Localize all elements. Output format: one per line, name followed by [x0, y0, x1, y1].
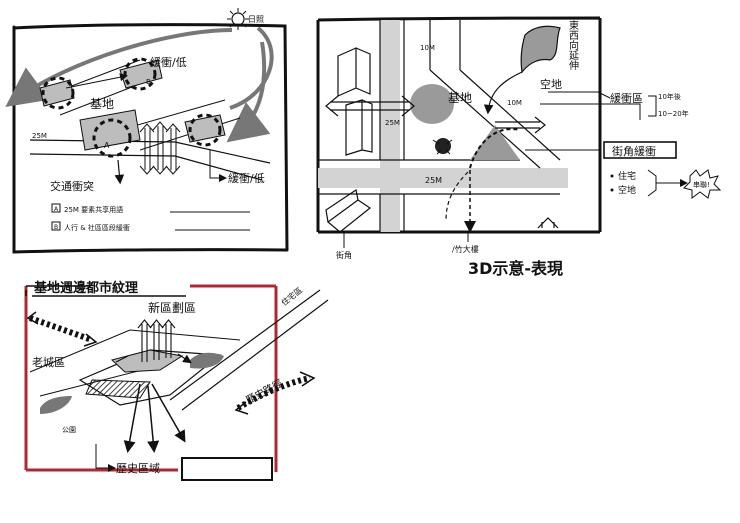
panel2-frame — [316, 16, 602, 234]
link-arrow-site — [114, 159, 125, 185]
history-path-label: 歷史路徑 — [243, 376, 284, 406]
panel3-frame-dark — [25, 285, 90, 296]
site-label: 基地 — [90, 97, 114, 111]
road-25m-vertical-label: 25M — [385, 119, 400, 127]
bullet-1 — [610, 174, 614, 178]
dashed-arrow-up-left — [445, 171, 469, 221]
hatched-site — [85, 379, 151, 399]
shelter-icon — [537, 217, 559, 229]
legend-b-marker: B — [54, 224, 58, 231]
neighborhood-box — [603, 141, 677, 159]
double-arrow-east — [495, 116, 546, 134]
site-label-2: 基地 — [448, 91, 472, 105]
buffer-circle-site — [92, 118, 132, 158]
bottom-left-label: 街角 — [336, 250, 352, 260]
sun-icon — [227, 8, 249, 30]
bush-left — [40, 396, 72, 414]
neighborhood-item-2: 空地 — [618, 184, 636, 196]
site-block — [79, 109, 141, 151]
bush-right — [190, 352, 224, 369]
buffer-circle-right — [188, 113, 222, 147]
panel3-title: 基地週邊都市紋理 — [33, 280, 138, 296]
neighborhood-item-1: 住宅 — [618, 170, 636, 182]
legend-a-text: 25M 要素共享用語 — [64, 205, 123, 214]
diagonal-road — [47, 59, 241, 151]
building-top-left — [337, 47, 371, 97]
block-left — [39, 79, 75, 107]
main-road-lower — [29, 153, 263, 181]
leader-open-space — [548, 91, 611, 99]
history-zone-label: 歷史區域 — [116, 462, 160, 475]
sun-label: 日照 — [248, 15, 264, 24]
marker-a-site: A — [104, 141, 110, 150]
blank-label-box — [181, 457, 273, 481]
panel-3d-diagram: 基地 東西向延伸 空地 10M 10M 25M 25M 街角 /竹大樓 3D示意… — [316, 16, 722, 278]
road-25m-horizontal-label: 25M — [425, 176, 442, 185]
stage-label: 緩衝區 — [610, 91, 643, 105]
site-oval — [410, 84, 454, 124]
buffer-circle-left — [41, 76, 75, 110]
new-zone-label: 新區劃區 — [148, 300, 196, 315]
double-arrow-west — [325, 95, 415, 117]
traffic-label: 交通衝突 — [50, 179, 94, 193]
legend-b-text: 人行 & 社區區段緩衝 — [64, 223, 130, 232]
old-city-arrow-heads — [26, 311, 98, 347]
east-label: 東西向延伸 — [567, 19, 579, 71]
plaza-dashed-arc — [469, 128, 521, 169]
new-zone-arrows — [115, 319, 190, 362]
main-road — [29, 139, 271, 164]
panel3-frame-red — [24, 286, 278, 472]
crossing-arrows — [139, 121, 181, 175]
leader-stage — [540, 103, 641, 120]
bullet-2 — [610, 188, 614, 192]
link-arrow-top — [65, 73, 128, 89]
stage-years-b: 10~20年 — [658, 109, 689, 118]
link-arrow-right — [209, 150, 227, 182]
building-left — [345, 99, 373, 156]
flag-shape — [520, 25, 561, 74]
low-density-right-label: 緩衝/低 — [228, 171, 265, 185]
road-edges — [318, 20, 561, 232]
legend-a-marker: A — [54, 206, 59, 213]
tree-icon — [432, 138, 453, 155]
legend-a-box — [51, 203, 61, 213]
sun-path-arc-lower — [226, 41, 271, 143]
low-density-top-label: 緩衝/低 — [150, 55, 187, 69]
panel1-frame — [12, 23, 289, 254]
road-25m-vertical-band — [380, 20, 400, 232]
road-10m-top-label: 10M — [420, 44, 435, 52]
bottom-center-label: /竹大樓 — [452, 244, 479, 254]
old-city-arrow — [29, 315, 94, 343]
open-space-label: 空地 — [540, 77, 562, 91]
flag-tail — [483, 71, 523, 115]
legend-b-box — [51, 221, 61, 231]
plaza-wedge — [470, 125, 520, 160]
panel2-title: 3D示意-表現 — [468, 259, 563, 278]
result-label: 串聯! — [693, 180, 710, 189]
road-25m-horizontal-band — [318, 168, 568, 188]
panel-urban-fabric: 基地週邊都市紋理 — [24, 280, 329, 481]
block-top — [119, 59, 163, 89]
burst-icon — [683, 169, 722, 199]
neighborhood-label: 街角緩衝 — [612, 144, 656, 158]
history-arrows — [123, 383, 186, 453]
leader-history-zone — [95, 444, 116, 472]
road-width-label: 25M — [32, 132, 47, 140]
building-bottom-left — [325, 189, 372, 233]
marker-b-top: B — [146, 78, 151, 86]
panel-site-analysis: 日照 基地 緩衝/低 B A 25M 交通衝突 緩衝/低 — [12, 8, 289, 254]
diagonal-road-p3 — [169, 289, 329, 411]
stage-years-a: 10年後 — [658, 92, 681, 101]
history-path-arrowhead — [234, 371, 316, 415]
small-label: 公園 — [62, 426, 76, 434]
block-right — [184, 114, 226, 143]
neighborhood-brace — [647, 169, 686, 197]
old-city-label: 老城區 — [32, 356, 65, 369]
stage-brace — [648, 95, 657, 117]
road-10m-right-label: 10M — [507, 99, 522, 107]
